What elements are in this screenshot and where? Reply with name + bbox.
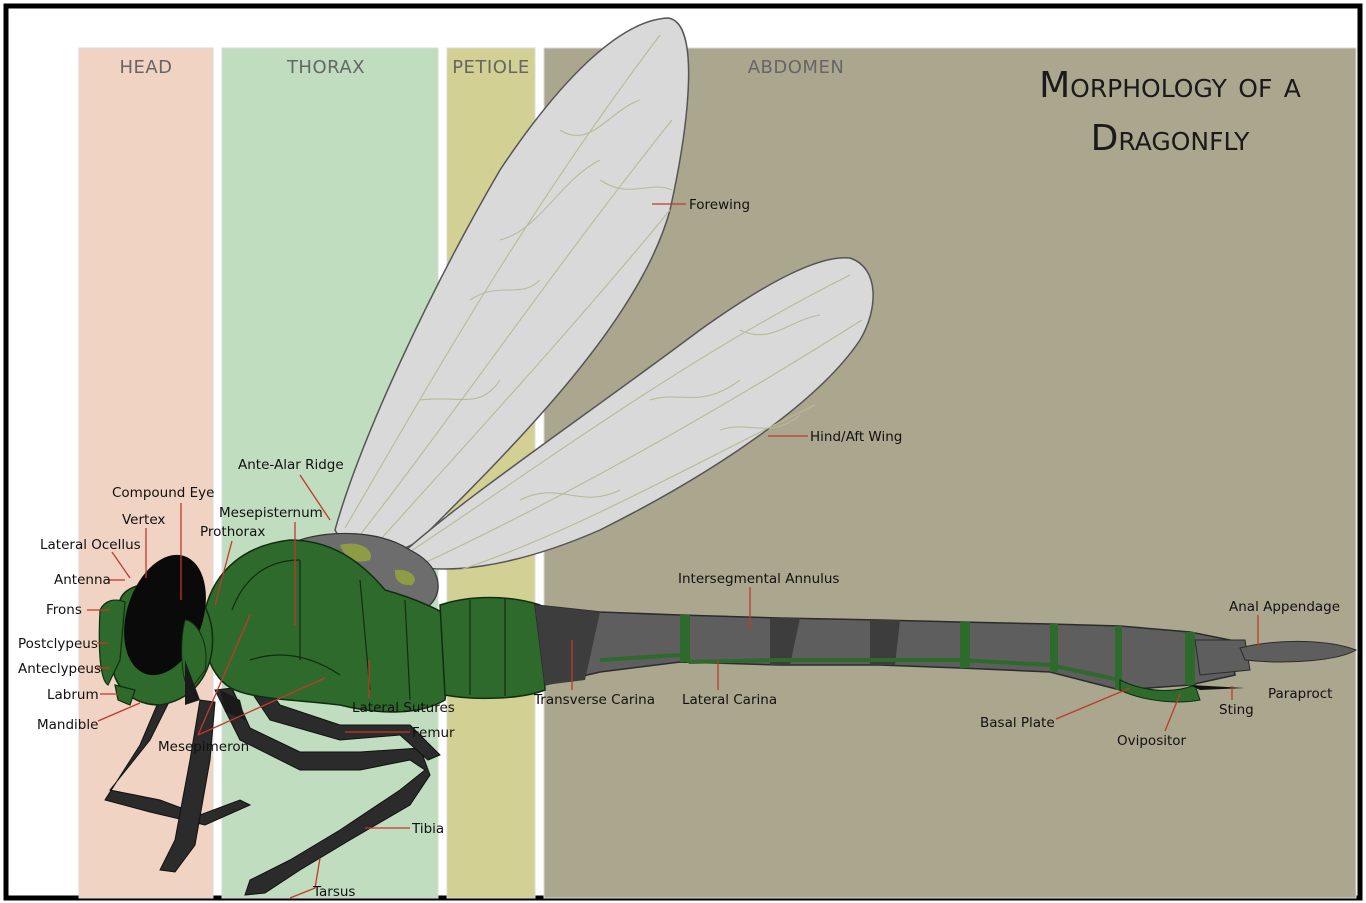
sting-label: Sting [1219,702,1254,718]
forewing-label: Forewing [689,197,750,213]
thorax-region-label: THORAX [286,57,365,78]
antenna-label: Antenna [54,572,111,588]
lateral-sutures-label: Lateral Sutures [352,700,455,716]
labrum-label: Labrum [47,687,99,703]
paraproct-label: Paraproct [1268,686,1332,702]
lateral-ocellus-label: Lateral Ocellus [40,537,141,553]
anal-appendage-label: Anal Appendage [1229,599,1340,615]
anteclypeus-label: Anteclypeus [18,661,101,677]
postclypeus-label: Postclypeus [18,636,98,652]
hindwing-label: Hind/Aft Wing [810,429,902,445]
lateral-carina-label: Lateral Carina [682,692,777,708]
tarsus-label: Tarsus [312,884,355,900]
mesepimeron-label: Mesepimeron [158,739,249,755]
head-region-label: HEAD [119,57,172,78]
vertex-label: Vertex [122,512,165,528]
ante-alar-ridge-label: Ante-Alar Ridge [238,457,344,473]
mesepisternum-label: Mesepisternum [219,505,323,521]
petiole-region-label: PETIOLE [452,57,530,78]
compound-eye-label: Compound Eye [112,485,214,501]
transverse-carina-label: Transverse Carina [533,692,655,708]
mandible-label: Mandible [37,717,98,733]
ovipositor-label: Ovipositor [1117,733,1187,749]
prothorax-label: Prothorax [200,524,265,540]
basal-plate-label: Basal Plate [980,715,1055,731]
petiole [440,598,545,699]
diagram-title-line1: Morphology of a [1039,65,1301,106]
abdomen-region-label: ABDOMEN [748,57,845,78]
intersegmental-annulus-label: Intersegmental Annulus [678,571,839,587]
diagram-title-line2: Dragonfly [1091,118,1250,159]
frons-label: Frons [46,602,82,618]
femur-label: Femur [412,725,455,741]
tibia-label: Tibia [411,821,444,837]
